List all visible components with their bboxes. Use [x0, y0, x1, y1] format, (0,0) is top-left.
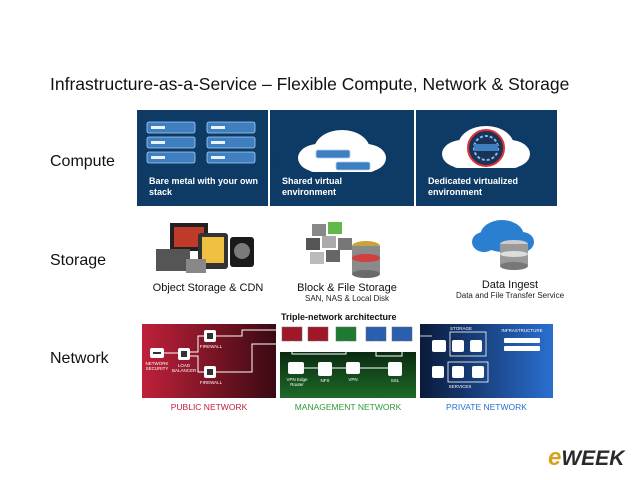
nfs-node: NFS: [320, 378, 330, 383]
load-balancer-node: LOAD BALANCER: [172, 363, 197, 373]
object-storage-label: Object Storage & CDN: [152, 282, 264, 294]
bare-metal-caption: Bare metal with your own stack: [149, 176, 259, 197]
vpn-node: VPN: [348, 377, 358, 382]
compute-panel: Bare metal with your own stack Shared vi…: [137, 110, 557, 206]
cloud-database-icon: [472, 220, 534, 270]
private-network-panel: STORAGE INFRASTRUCTURE SERVICES PRIVATE …: [420, 324, 553, 414]
devices-icon: [156, 223, 254, 273]
vpn-edge-router-node: VPN Edge Router: [286, 377, 308, 387]
shared-virtual-piece: Shared virtual environment: [270, 110, 414, 206]
private-network-label: PRIVATE NETWORK: [446, 402, 527, 412]
management-network-panel: VPN Edge Router NFS VPN SSL MANAGEMENT N…: [280, 324, 416, 414]
shared-virtual-caption: Shared virtual environment: [282, 176, 343, 197]
firewall-bottom-node: FIREWALL: [199, 380, 223, 385]
server-racks-icon: [146, 121, 256, 164]
dedicated-virtual-piece: Dedicated virtualized environment: [416, 110, 557, 206]
public-network-label: PUBLIC NETWORK: [170, 402, 248, 412]
eweek-logo: eWEEK: [548, 444, 625, 471]
services-node: SERVICES: [448, 384, 472, 389]
infrastructure-node: INFRASTRUCTURE: [501, 328, 543, 333]
management-network-label: MANAGEMENT NETWORK: [294, 402, 402, 412]
ssl-node: SSL: [390, 378, 400, 383]
block-file-storage-label: Block & File Storage SAN, NAS & Local Di…: [297, 282, 397, 303]
network-security-node: NETWORK SECURITY: [145, 361, 169, 371]
data-ingest-label: Data Ingest Data and File Transfer Servi…: [455, 279, 565, 300]
row-label-storage: Storage: [50, 252, 107, 269]
network-heading: Triple-network architecture: [281, 312, 397, 322]
cloud-icon: [270, 130, 386, 172]
bare-metal-piece: Bare metal with your own stack: [137, 110, 268, 206]
dedicated-virtual-caption: Dedicated virtualized environment: [428, 176, 519, 197]
storage-node: STORAGE: [450, 326, 472, 331]
cloud-gear-icon: [442, 126, 530, 168]
storage-blocks-icon: [306, 222, 380, 278]
row-label-compute: Compute: [50, 153, 115, 170]
page-title: Infrastructure-as-a-Service – Flexible C…: [50, 74, 570, 94]
row-label-network: Network: [50, 350, 109, 367]
firewall-top-node: FIREWALL: [199, 344, 223, 349]
public-network-panel: NETWORK SECURITY LOAD BALANCER FIREWALL …: [142, 324, 276, 414]
